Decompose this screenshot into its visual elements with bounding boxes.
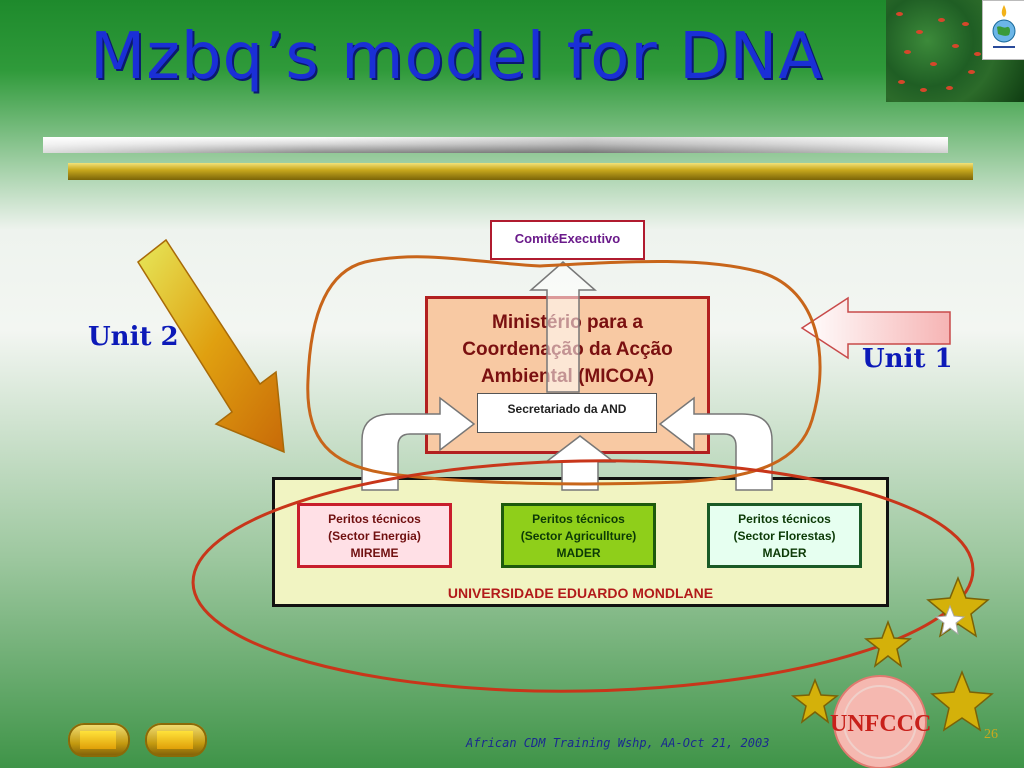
slide-title: Mzbq’s model for DNA <box>90 20 823 94</box>
slide-footer: African CDM Training Wshp, AA-Oct 21, 20… <box>466 736 770 750</box>
unfccc-logo-text: UNFCCC <box>830 711 931 737</box>
perito-energia-box: Peritos técnicos (Sector Energia) MIREME <box>297 503 452 568</box>
page-number: 26 <box>984 727 998 742</box>
arrow-up-comite <box>529 261 597 393</box>
unit-2-arrow <box>137 238 285 454</box>
nav-forward-icon <box>157 731 193 749</box>
perito-florestas-line-2: (Sector Florestas) <box>733 529 836 543</box>
universidade-label: UNIVERSIDADE EDUARDO MONDLANE <box>447 585 714 601</box>
nav-back-icon <box>80 731 116 749</box>
unit-2-outline <box>191 459 975 693</box>
title-divider-silver <box>43 137 948 153</box>
arrow-curve-left <box>361 396 476 491</box>
star-icon <box>926 575 990 638</box>
unfccc-logo: UNFCCC <box>830 675 931 768</box>
unit-2-label: Unit 2 <box>88 322 179 352</box>
perito-florestas-line-1: Peritos técnicos <box>738 512 831 526</box>
comite-executivo-box: ComitéExecutivo <box>490 220 645 260</box>
arrow-curve-right <box>658 396 773 491</box>
unit-1-arrow <box>800 296 951 360</box>
star-icon <box>863 619 913 668</box>
perito-energia-line-1: Peritos técnicos <box>328 512 421 526</box>
star-icon <box>930 669 994 732</box>
unit-1-outline <box>306 255 822 486</box>
perito-florestas-box: Peritos técnicos (Sector Florestas) MADE… <box>707 503 862 568</box>
perito-agricultura-line-3: MADER <box>556 546 601 560</box>
perito-energia-line-3: MIREME <box>350 546 399 560</box>
perito-agricultura-line-1: Peritos técnicos <box>532 512 625 526</box>
secretariado-box: Secretariado da AND <box>477 393 657 433</box>
un-logo <box>982 0 1024 60</box>
unit-1-label: Unit 1 <box>862 344 953 374</box>
perito-agricultura-box: Peritos técnicos (Sector Agricullture) M… <box>501 503 656 568</box>
globe-icon <box>992 5 1016 48</box>
perito-agricultura-line-2: (Sector Agricullture) <box>520 529 637 543</box>
nav-forward-button[interactable] <box>145 723 207 757</box>
nav-back-button[interactable] <box>68 723 130 757</box>
title-divider-gold <box>68 163 973 180</box>
perito-florestas-line-3: MADER <box>762 546 807 560</box>
perito-energia-line-2: (Sector Energia) <box>328 529 421 543</box>
star-icon <box>790 677 840 724</box>
